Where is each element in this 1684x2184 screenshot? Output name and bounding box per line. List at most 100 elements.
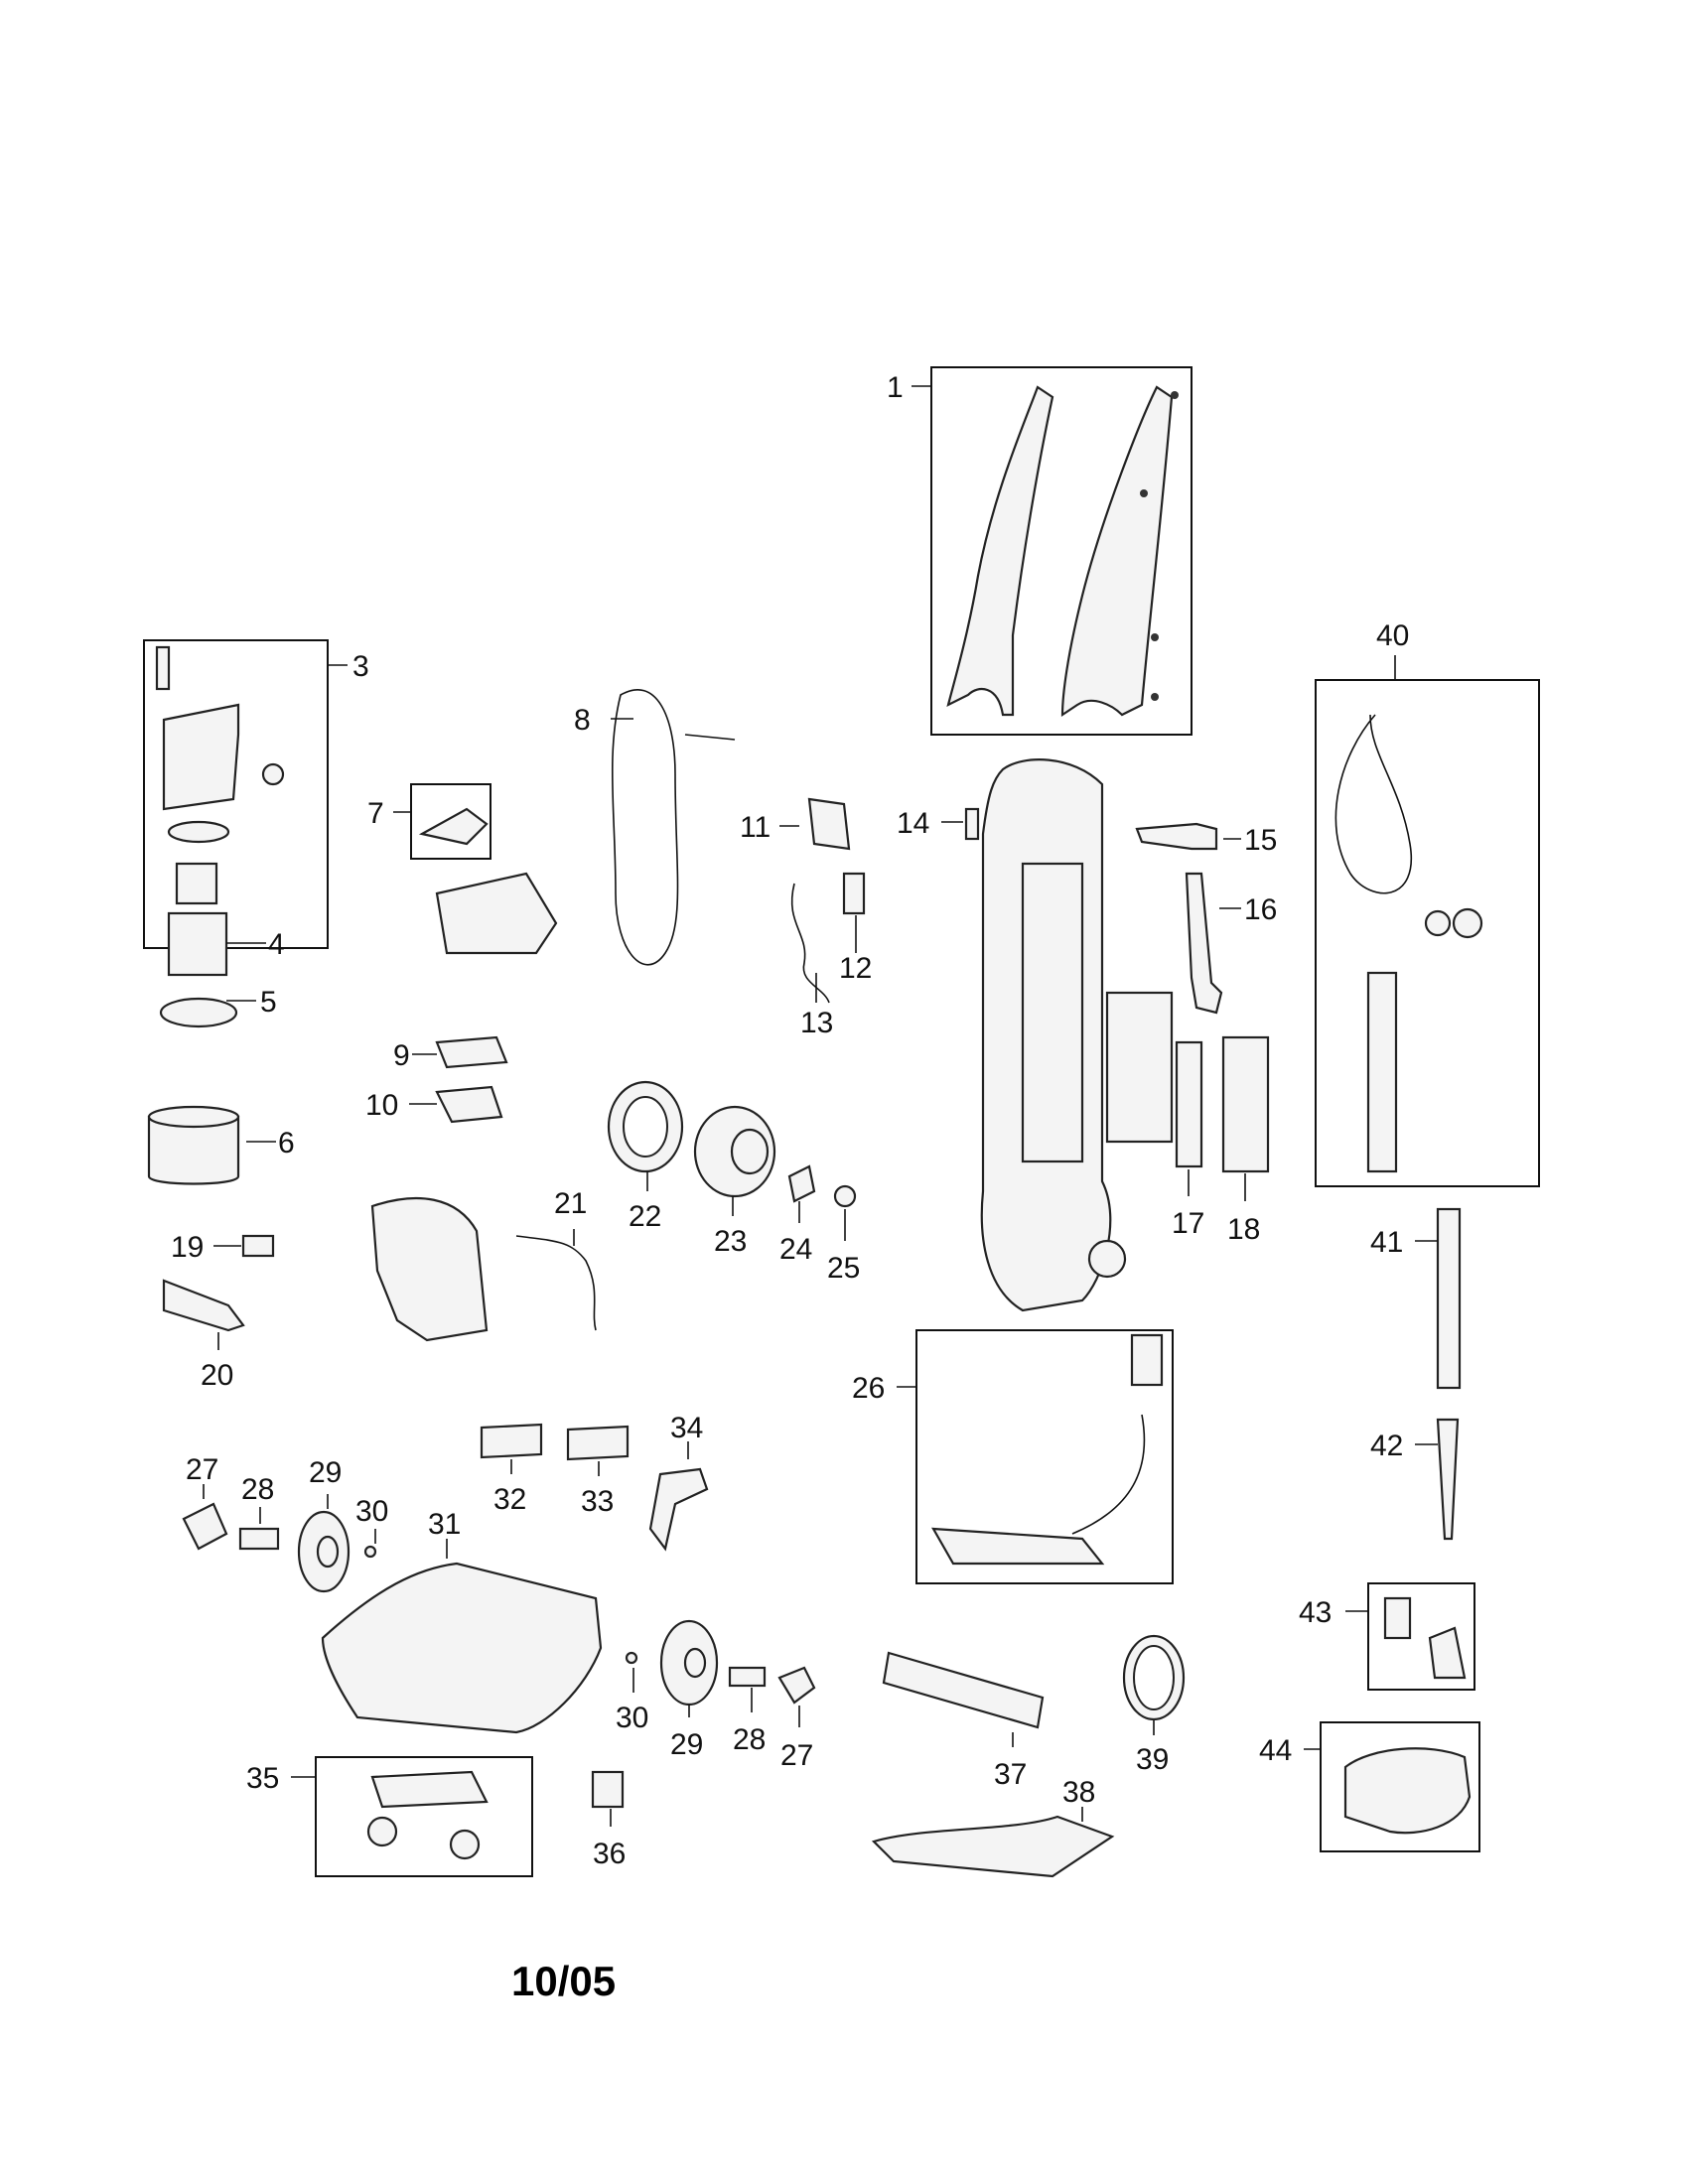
part-28-axle-left: 28 (238, 1473, 280, 1551)
callout-38: 38 (1062, 1776, 1095, 1809)
callout-42: 42 (1370, 1430, 1403, 1462)
part-39-belt: 39 (1122, 1634, 1186, 1776)
callout-43: 43 (1299, 1596, 1332, 1629)
callout-28b: 28 (733, 1723, 766, 1756)
part-5-filter-screen: 5 (159, 986, 277, 1028)
callout-26: 26 (852, 1372, 885, 1405)
part-11-pcb: 11 (740, 797, 851, 851)
part-29-wheel-right: 29 (659, 1619, 719, 1761)
part-group-35: 35 (246, 1756, 533, 1877)
callout-23: 23 (714, 1225, 747, 1258)
callout-8: 8 (574, 704, 591, 737)
callout-14: 14 (897, 807, 929, 840)
part-41-wand: 41 (1370, 1207, 1462, 1390)
callout-20: 20 (201, 1359, 233, 1392)
callout-27a: 27 (186, 1453, 218, 1486)
callout-44: 44 (1259, 1734, 1292, 1767)
part-29-wheel-left: 29 (297, 1456, 351, 1593)
box-44 (1320, 1721, 1480, 1852)
callout-31: 31 (428, 1508, 461, 1541)
hose-ring-b (1452, 907, 1483, 939)
body-port (1087, 1239, 1127, 1279)
callout-34: 34 (670, 1412, 703, 1444)
part-group-43-brush: 43 (1299, 1582, 1475, 1691)
part-32-bracket: 32 (480, 1423, 543, 1516)
part-17-filter: 17 (1172, 1040, 1204, 1240)
callout-28a: 28 (241, 1473, 274, 1506)
part-group-40-hose: 40 (1315, 619, 1540, 1187)
part-group-3-dirt-cup: 3 4 (143, 639, 369, 977)
part-34-pedal: 34 (648, 1412, 709, 1552)
body-filter-grille (1105, 991, 1174, 1144)
hose-cuff (1130, 1333, 1164, 1387)
part-27-hubcap-left: 27 (182, 1453, 228, 1551)
seal-ring (167, 820, 230, 844)
part-14-lever: 14 (897, 807, 980, 841)
part-23-motor: 23 (693, 1105, 776, 1258)
motor-housing (370, 1196, 489, 1342)
callout-29b: 29 (670, 1728, 703, 1761)
part-20-lens: 20 (162, 1279, 245, 1392)
cup-body (147, 1115, 240, 1185)
hose-coil (1334, 714, 1413, 894)
part-22-gasket: 22 (607, 1080, 684, 1233)
callout-33: 33 (581, 1485, 614, 1518)
main-body-housing (980, 758, 1174, 1312)
box-1 (930, 366, 1193, 736)
part-25-bearing: 25 (827, 1184, 860, 1285)
box-40 (1315, 679, 1540, 1187)
part-group-44-turbo: 44 (1259, 1721, 1480, 1852)
callout-30a: 30 (355, 1495, 388, 1528)
callout-13: 13 (800, 1007, 833, 1039)
callout-41: 41 (1370, 1226, 1403, 1259)
nozzle-shape (931, 1527, 1105, 1566)
part-24-brush: 24 (779, 1164, 816, 1266)
part-19-lamp: 19 (171, 1231, 275, 1264)
part-38-plate: 38 (871, 1776, 1115, 1878)
box-26 (915, 1329, 1174, 1584)
callout-29a: 29 (309, 1456, 342, 1489)
callout-12: 12 (839, 952, 872, 985)
roller-b (449, 1829, 481, 1860)
turbo-tool-body (1343, 1747, 1472, 1835)
callout-3: 3 (352, 650, 369, 683)
callout-37: 37 (994, 1758, 1027, 1791)
callout-1: 1 (887, 371, 904, 404)
callout-4: 4 (268, 928, 285, 961)
callout-6: 6 (278, 1127, 295, 1160)
callout-25: 25 (827, 1252, 860, 1285)
part-27-hubcap-right: 27 (777, 1666, 816, 1772)
callout-18: 18 (1227, 1213, 1260, 1246)
cup-lid (162, 703, 240, 811)
callout-32: 32 (493, 1483, 526, 1516)
switch-shape (418, 807, 489, 846)
filter-4-shape (167, 911, 228, 977)
callout-36: 36 (593, 1838, 626, 1870)
part-30-clip-right: 30 (616, 1651, 648, 1734)
filter-cap (175, 862, 218, 905)
part-group-1-handle: 1 (887, 366, 1193, 736)
roller-a (366, 1816, 398, 1847)
callout-39: 39 (1136, 1743, 1169, 1776)
cord-loop (611, 689, 679, 966)
callout-30b: 30 (616, 1702, 648, 1734)
callout-5: 5 (260, 986, 277, 1019)
base-housing (435, 872, 558, 955)
part-42-crevice: 42 (1370, 1418, 1460, 1541)
part-8-cord: 8 (574, 689, 736, 966)
part-9-filter-pad: 9 (393, 1035, 508, 1072)
extension-wand (1366, 971, 1398, 1173)
callout-22: 22 (629, 1200, 661, 1233)
part-group-7: 7 (367, 783, 558, 955)
handle-front-half (946, 385, 1054, 717)
body-inner-cavity (1021, 862, 1084, 1163)
part-31-base: 31 (321, 1508, 603, 1734)
part-33-bracket: 33 (566, 1425, 630, 1518)
part-21-harness: 21 (515, 1187, 597, 1331)
box-3 (143, 639, 329, 949)
part-13-wire: 13 (790, 883, 833, 1039)
part-group-26-hose: 26 (852, 1329, 1174, 1584)
callout-10: 10 (365, 1089, 398, 1122)
part-36-knob: 36 (591, 1770, 626, 1870)
